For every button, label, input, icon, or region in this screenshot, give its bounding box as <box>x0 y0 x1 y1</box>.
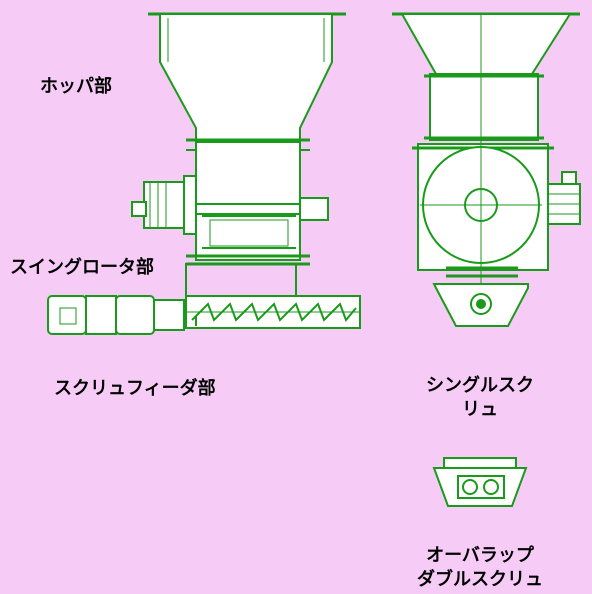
swing-rotor-label: スイングロータ部 <box>10 257 154 278</box>
overlap-screw-label-line2: ダブルスクリュ <box>417 569 543 590</box>
rotor-housing-front <box>412 14 581 296</box>
hopper-label: ホッパ部 <box>40 76 112 97</box>
overlap-double-screw-section <box>432 457 528 507</box>
hopper-front-view <box>392 12 580 141</box>
single-screw-label-line2: リュ <box>462 399 498 420</box>
single-screw-label-line1: シングルスク <box>426 375 534 396</box>
swing-rotor-drive <box>131 175 329 235</box>
screw-feeder <box>47 263 361 335</box>
screw-feeder-label: スクリュフィーダ部 <box>54 378 216 399</box>
hopper-side-view <box>148 12 346 143</box>
single-screw-label: シングルスク リュ <box>400 374 560 422</box>
single-screw-section <box>432 283 529 327</box>
overlap-screw-label-line1: オーバラップ <box>426 545 534 566</box>
overlap-screw-label: オーバラップ ダブルスクリュ <box>400 544 560 592</box>
